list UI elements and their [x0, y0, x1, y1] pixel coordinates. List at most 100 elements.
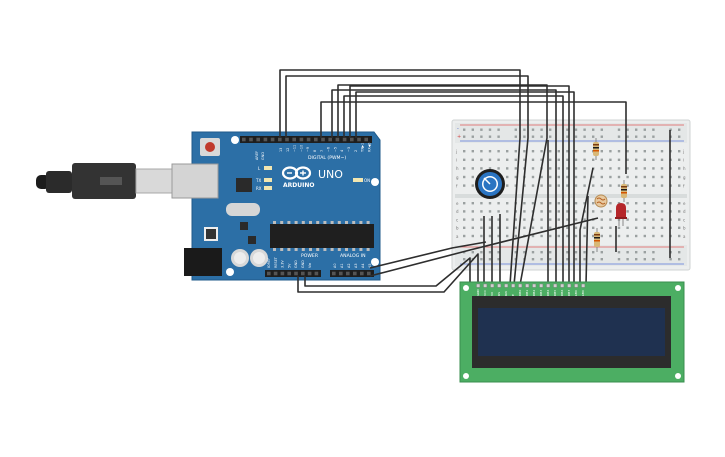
- terminal-hole[interactable]: [506, 210, 509, 213]
- rail-hole[interactable]: [583, 251, 586, 254]
- terminal-hole[interactable]: [540, 218, 543, 221]
- terminal-hole[interactable]: [660, 150, 664, 153]
- terminal-hole[interactable]: [557, 167, 560, 170]
- terminal-hole[interactable]: [660, 158, 664, 161]
- terminal-hole[interactable]: [480, 158, 483, 161]
- terminal-hole[interactable]: [549, 150, 552, 153]
- lcd-pin[interactable]: [497, 283, 502, 288]
- terminal-hole[interactable]: [617, 202, 621, 205]
- rail-hole[interactable]: [463, 258, 466, 261]
- terminal-hole[interactable]: [574, 202, 578, 205]
- terminal-hole[interactable]: [531, 158, 535, 161]
- terminal-hole[interactable]: [678, 167, 681, 170]
- header-pin[interactable]: [307, 271, 312, 276]
- terminal-hole[interactable]: [480, 218, 483, 221]
- terminal-hole[interactable]: [566, 150, 569, 153]
- terminal-hole[interactable]: [549, 175, 552, 179]
- terminal-hole[interactable]: [583, 175, 586, 179]
- header-pin[interactable]: [314, 137, 318, 142]
- rail-hole[interactable]: [488, 251, 492, 254]
- terminal-hole[interactable]: [523, 210, 526, 213]
- terminal-hole[interactable]: [480, 167, 483, 170]
- terminal-hole[interactable]: [557, 175, 560, 179]
- lcd-pin[interactable]: [546, 283, 551, 288]
- terminal-hole[interactable]: [549, 218, 552, 221]
- rail-hole[interactable]: [643, 251, 646, 254]
- rail-hole[interactable]: [583, 128, 586, 131]
- rail-hole[interactable]: [635, 251, 638, 254]
- rail-hole[interactable]: [463, 135, 466, 138]
- header-pin[interactable]: [280, 271, 285, 276]
- terminal-hole[interactable]: [540, 175, 543, 179]
- rail-hole[interactable]: [471, 135, 474, 138]
- header-pin[interactable]: [292, 137, 296, 142]
- terminal-hole[interactable]: [609, 184, 612, 187]
- lcd-pin[interactable]: [574, 283, 579, 288]
- terminal-hole[interactable]: [617, 158, 621, 161]
- terminal-hole[interactable]: [463, 218, 466, 221]
- rail-hole[interactable]: [626, 135, 629, 138]
- rail-hole[interactable]: [617, 258, 621, 261]
- rail-hole[interactable]: [617, 135, 621, 138]
- rail-hole[interactable]: [523, 251, 526, 254]
- header-pin[interactable]: [321, 137, 325, 142]
- terminal-hole[interactable]: [652, 202, 655, 205]
- header-pin[interactable]: [314, 271, 319, 276]
- rail-hole[interactable]: [626, 258, 629, 261]
- terminal-hole[interactable]: [506, 175, 509, 179]
- terminal-hole[interactable]: [549, 158, 552, 161]
- terminal-hole[interactable]: [566, 167, 569, 170]
- terminal-hole[interactable]: [626, 167, 629, 170]
- rail-hole[interactable]: [531, 258, 535, 261]
- rail-hole[interactable]: [669, 258, 672, 261]
- terminal-hole[interactable]: [592, 175, 595, 179]
- terminal-hole[interactable]: [523, 150, 526, 153]
- terminal-hole[interactable]: [574, 158, 578, 161]
- header-pin[interactable]: [339, 271, 343, 276]
- terminal-hole[interactable]: [506, 158, 509, 161]
- rail-hole[interactable]: [549, 258, 552, 261]
- rail-hole[interactable]: [566, 128, 569, 131]
- header-pin[interactable]: [256, 137, 260, 142]
- terminal-hole[interactable]: [557, 234, 560, 238]
- header-pin[interactable]: [346, 271, 350, 276]
- terminal-hole[interactable]: [574, 184, 578, 187]
- terminal-hole[interactable]: [583, 158, 586, 161]
- terminal-hole[interactable]: [635, 218, 638, 221]
- rail-hole[interactable]: [540, 128, 543, 131]
- header-pin[interactable]: [267, 271, 271, 276]
- terminal-hole[interactable]: [592, 210, 595, 213]
- header-pin[interactable]: [278, 137, 282, 142]
- terminal-hole[interactable]: [471, 210, 474, 213]
- rail-hole[interactable]: [514, 251, 517, 254]
- lcd-pin[interactable]: [525, 283, 530, 288]
- rail-hole[interactable]: [574, 128, 578, 131]
- header-pin[interactable]: [301, 271, 305, 276]
- rail-hole[interactable]: [643, 258, 646, 261]
- terminal-hole[interactable]: [540, 184, 543, 187]
- terminal-hole[interactable]: [609, 218, 612, 221]
- terminal-hole[interactable]: [540, 226, 543, 229]
- header-pin[interactable]: [328, 137, 332, 142]
- terminal-hole[interactable]: [506, 226, 509, 229]
- terminal-hole[interactable]: [566, 226, 569, 229]
- rail-hole[interactable]: [566, 258, 569, 261]
- digital-header[interactable]: [240, 136, 372, 143]
- terminal-hole[interactable]: [557, 210, 560, 213]
- rail-hole[interactable]: [652, 258, 655, 261]
- terminal-hole[interactable]: [566, 158, 569, 161]
- terminal-hole[interactable]: [583, 234, 586, 238]
- rail-hole[interactable]: [480, 258, 483, 261]
- rail-hole[interactable]: [678, 128, 681, 131]
- terminal-hole[interactable]: [643, 150, 646, 153]
- terminal-hole[interactable]: [463, 150, 466, 153]
- terminal-hole[interactable]: [583, 167, 586, 170]
- terminal-hole[interactable]: [557, 184, 560, 187]
- rail-hole[interactable]: [678, 135, 681, 138]
- terminal-hole[interactable]: [635, 158, 638, 161]
- terminal-hole[interactable]: [540, 158, 543, 161]
- terminal-hole[interactable]: [643, 184, 646, 187]
- rail-hole[interactable]: [549, 135, 552, 138]
- terminal-hole[interactable]: [557, 150, 560, 153]
- terminal-hole[interactable]: [635, 150, 638, 153]
